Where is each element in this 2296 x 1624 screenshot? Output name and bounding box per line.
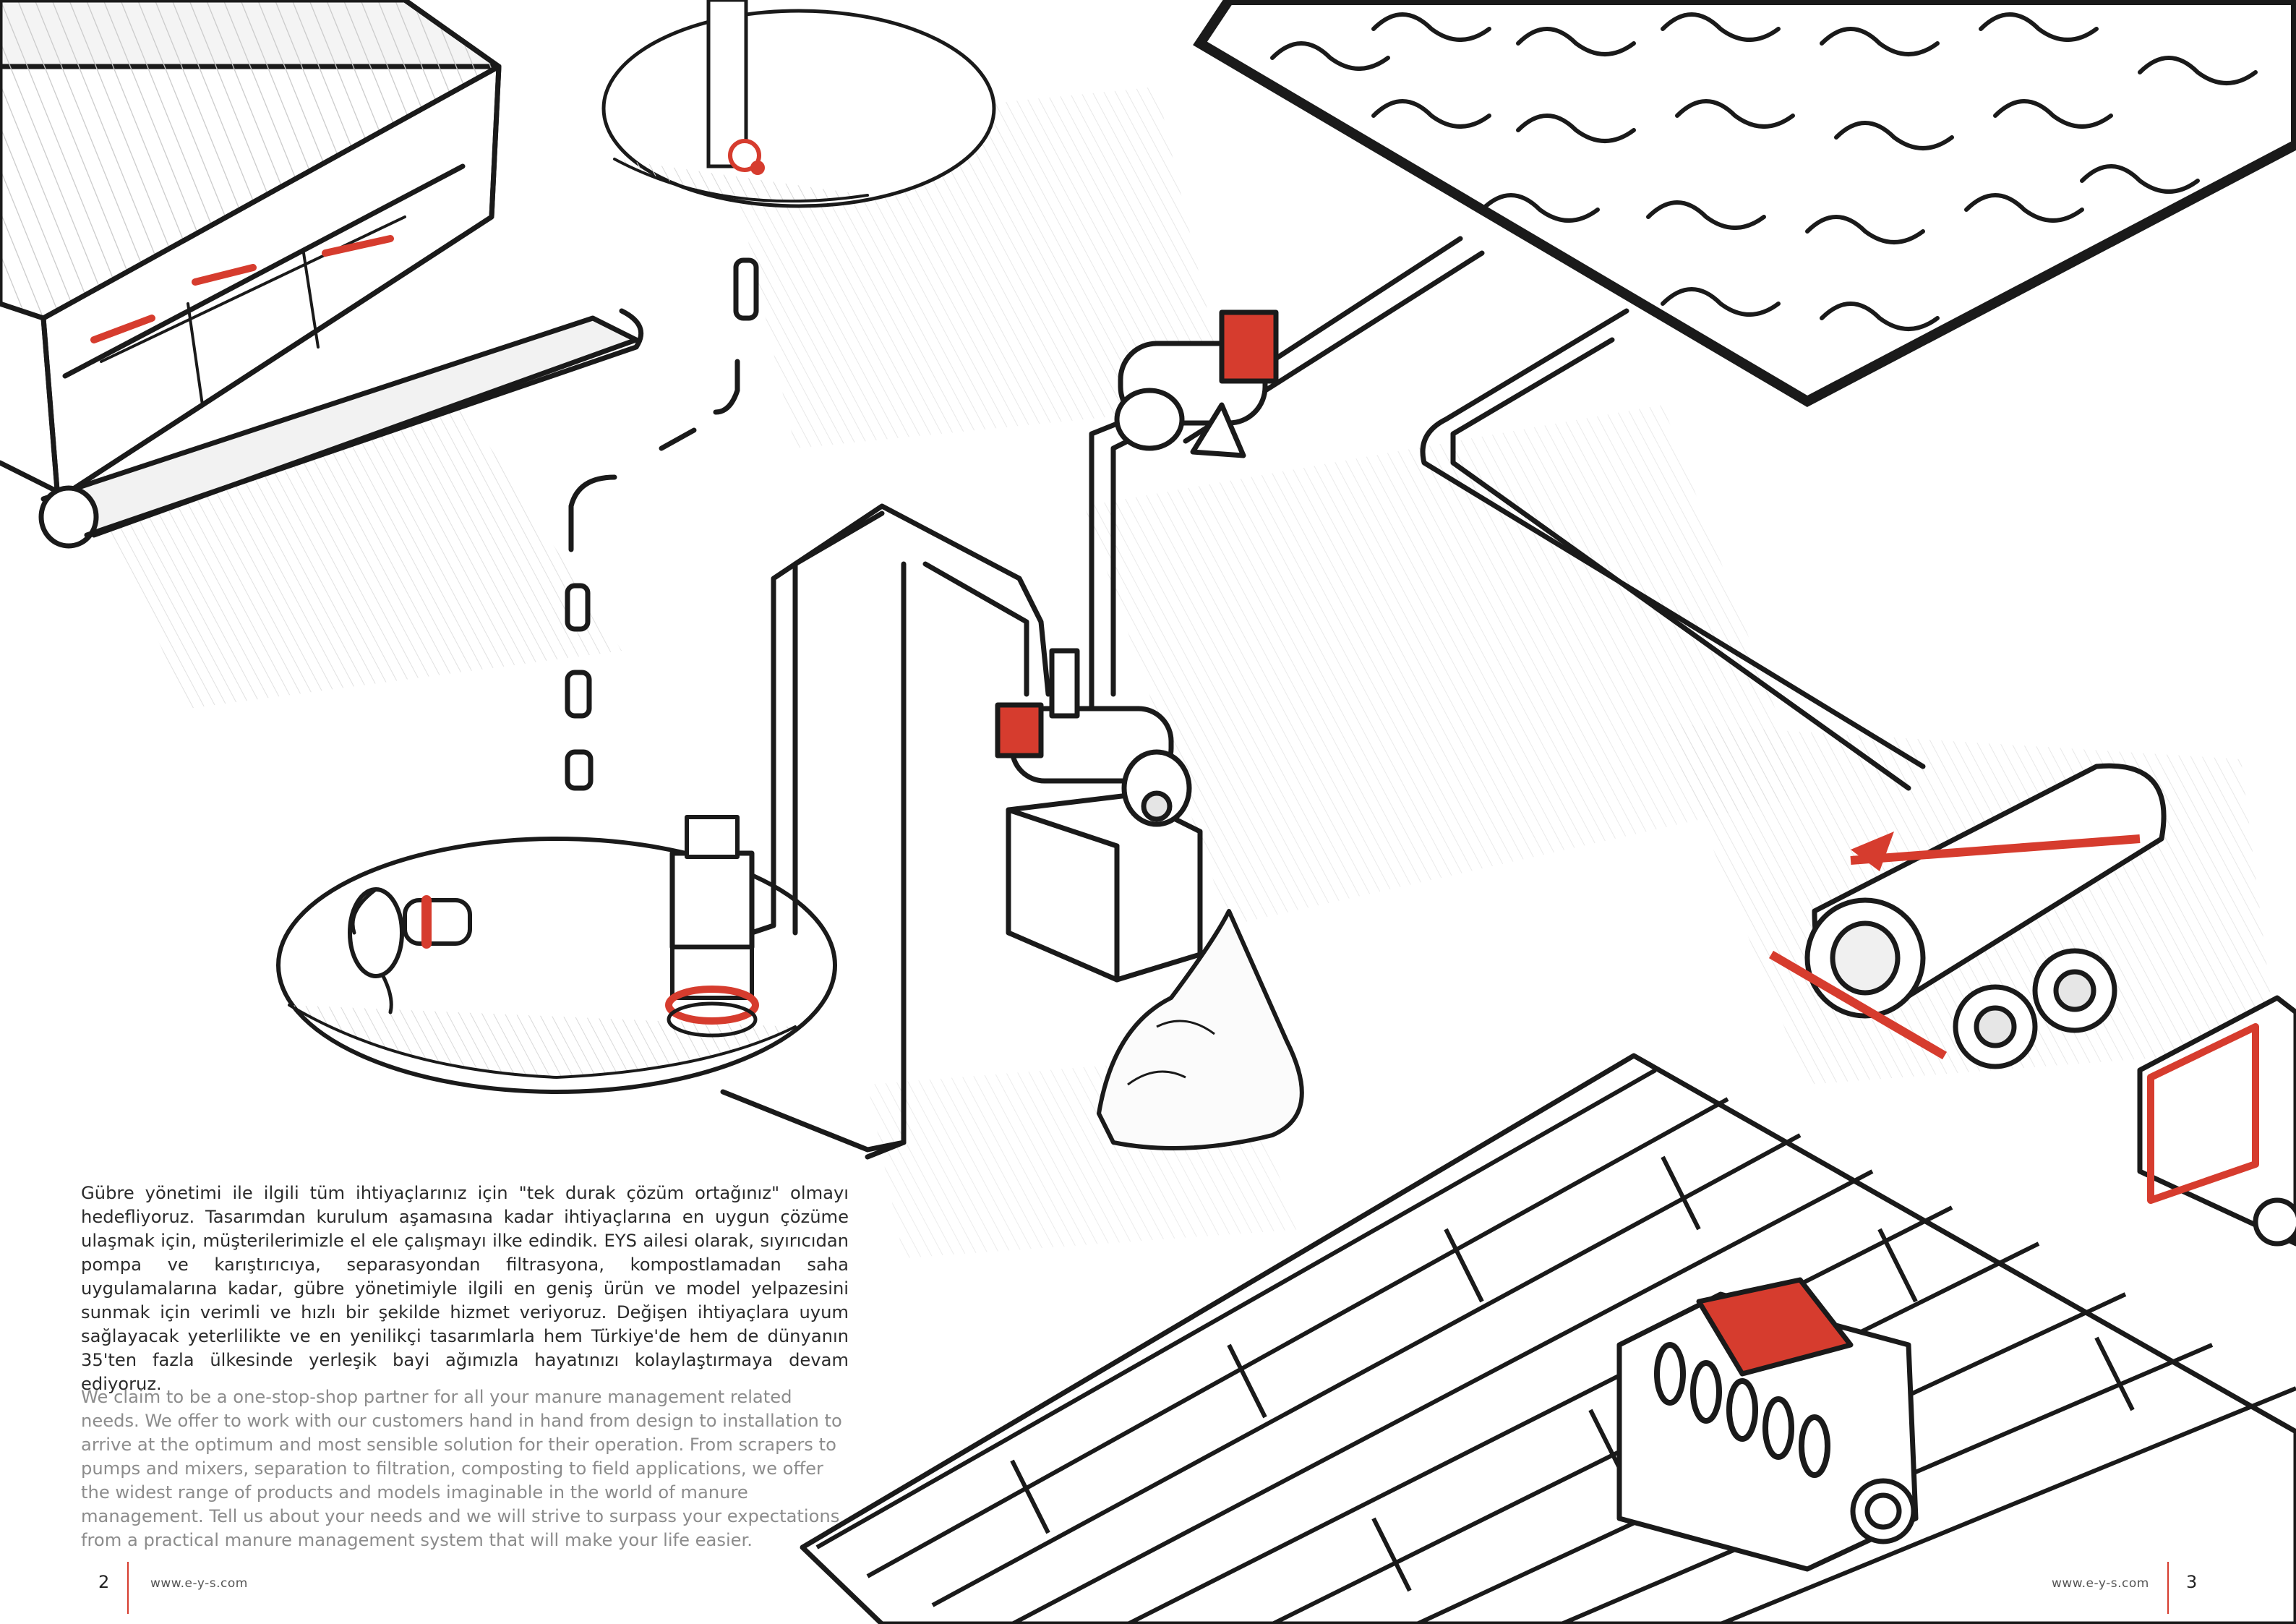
slurry-tanker <box>1768 763 2167 1069</box>
lagoon <box>1193 0 2296 408</box>
pipe-segments <box>565 257 759 791</box>
screw-press-separator <box>1114 309 1279 458</box>
website-link-left[interactable]: www.e-y-s.com <box>150 1576 248 1591</box>
slatted-floor <box>800 1053 2296 1624</box>
body-text-english: We claim to be a one-stop-shop partner f… <box>81 1387 842 1550</box>
top-pit-mixer <box>601 0 996 208</box>
manure-pile <box>1097 909 1304 1150</box>
field-pipe <box>1420 308 1926 791</box>
separator-machine <box>995 648 1203 983</box>
page-number-left: 2 <box>98 1572 110 1592</box>
website-link-right[interactable]: www.e-y-s.com <box>2052 1576 2149 1591</box>
footer-divider-left <box>127 1562 129 1614</box>
footer-divider-right <box>2167 1562 2169 1614</box>
page-number-right: 3 <box>2186 1572 2198 1592</box>
tractor <box>2137 995 2296 1247</box>
barn-scraper-unit <box>0 0 644 549</box>
bottom-pit-pump <box>276 815 837 1094</box>
body-text-turkish: Gübre yönetimi ile ilgili tüm ihtiyaçlar… <box>81 1183 849 1394</box>
